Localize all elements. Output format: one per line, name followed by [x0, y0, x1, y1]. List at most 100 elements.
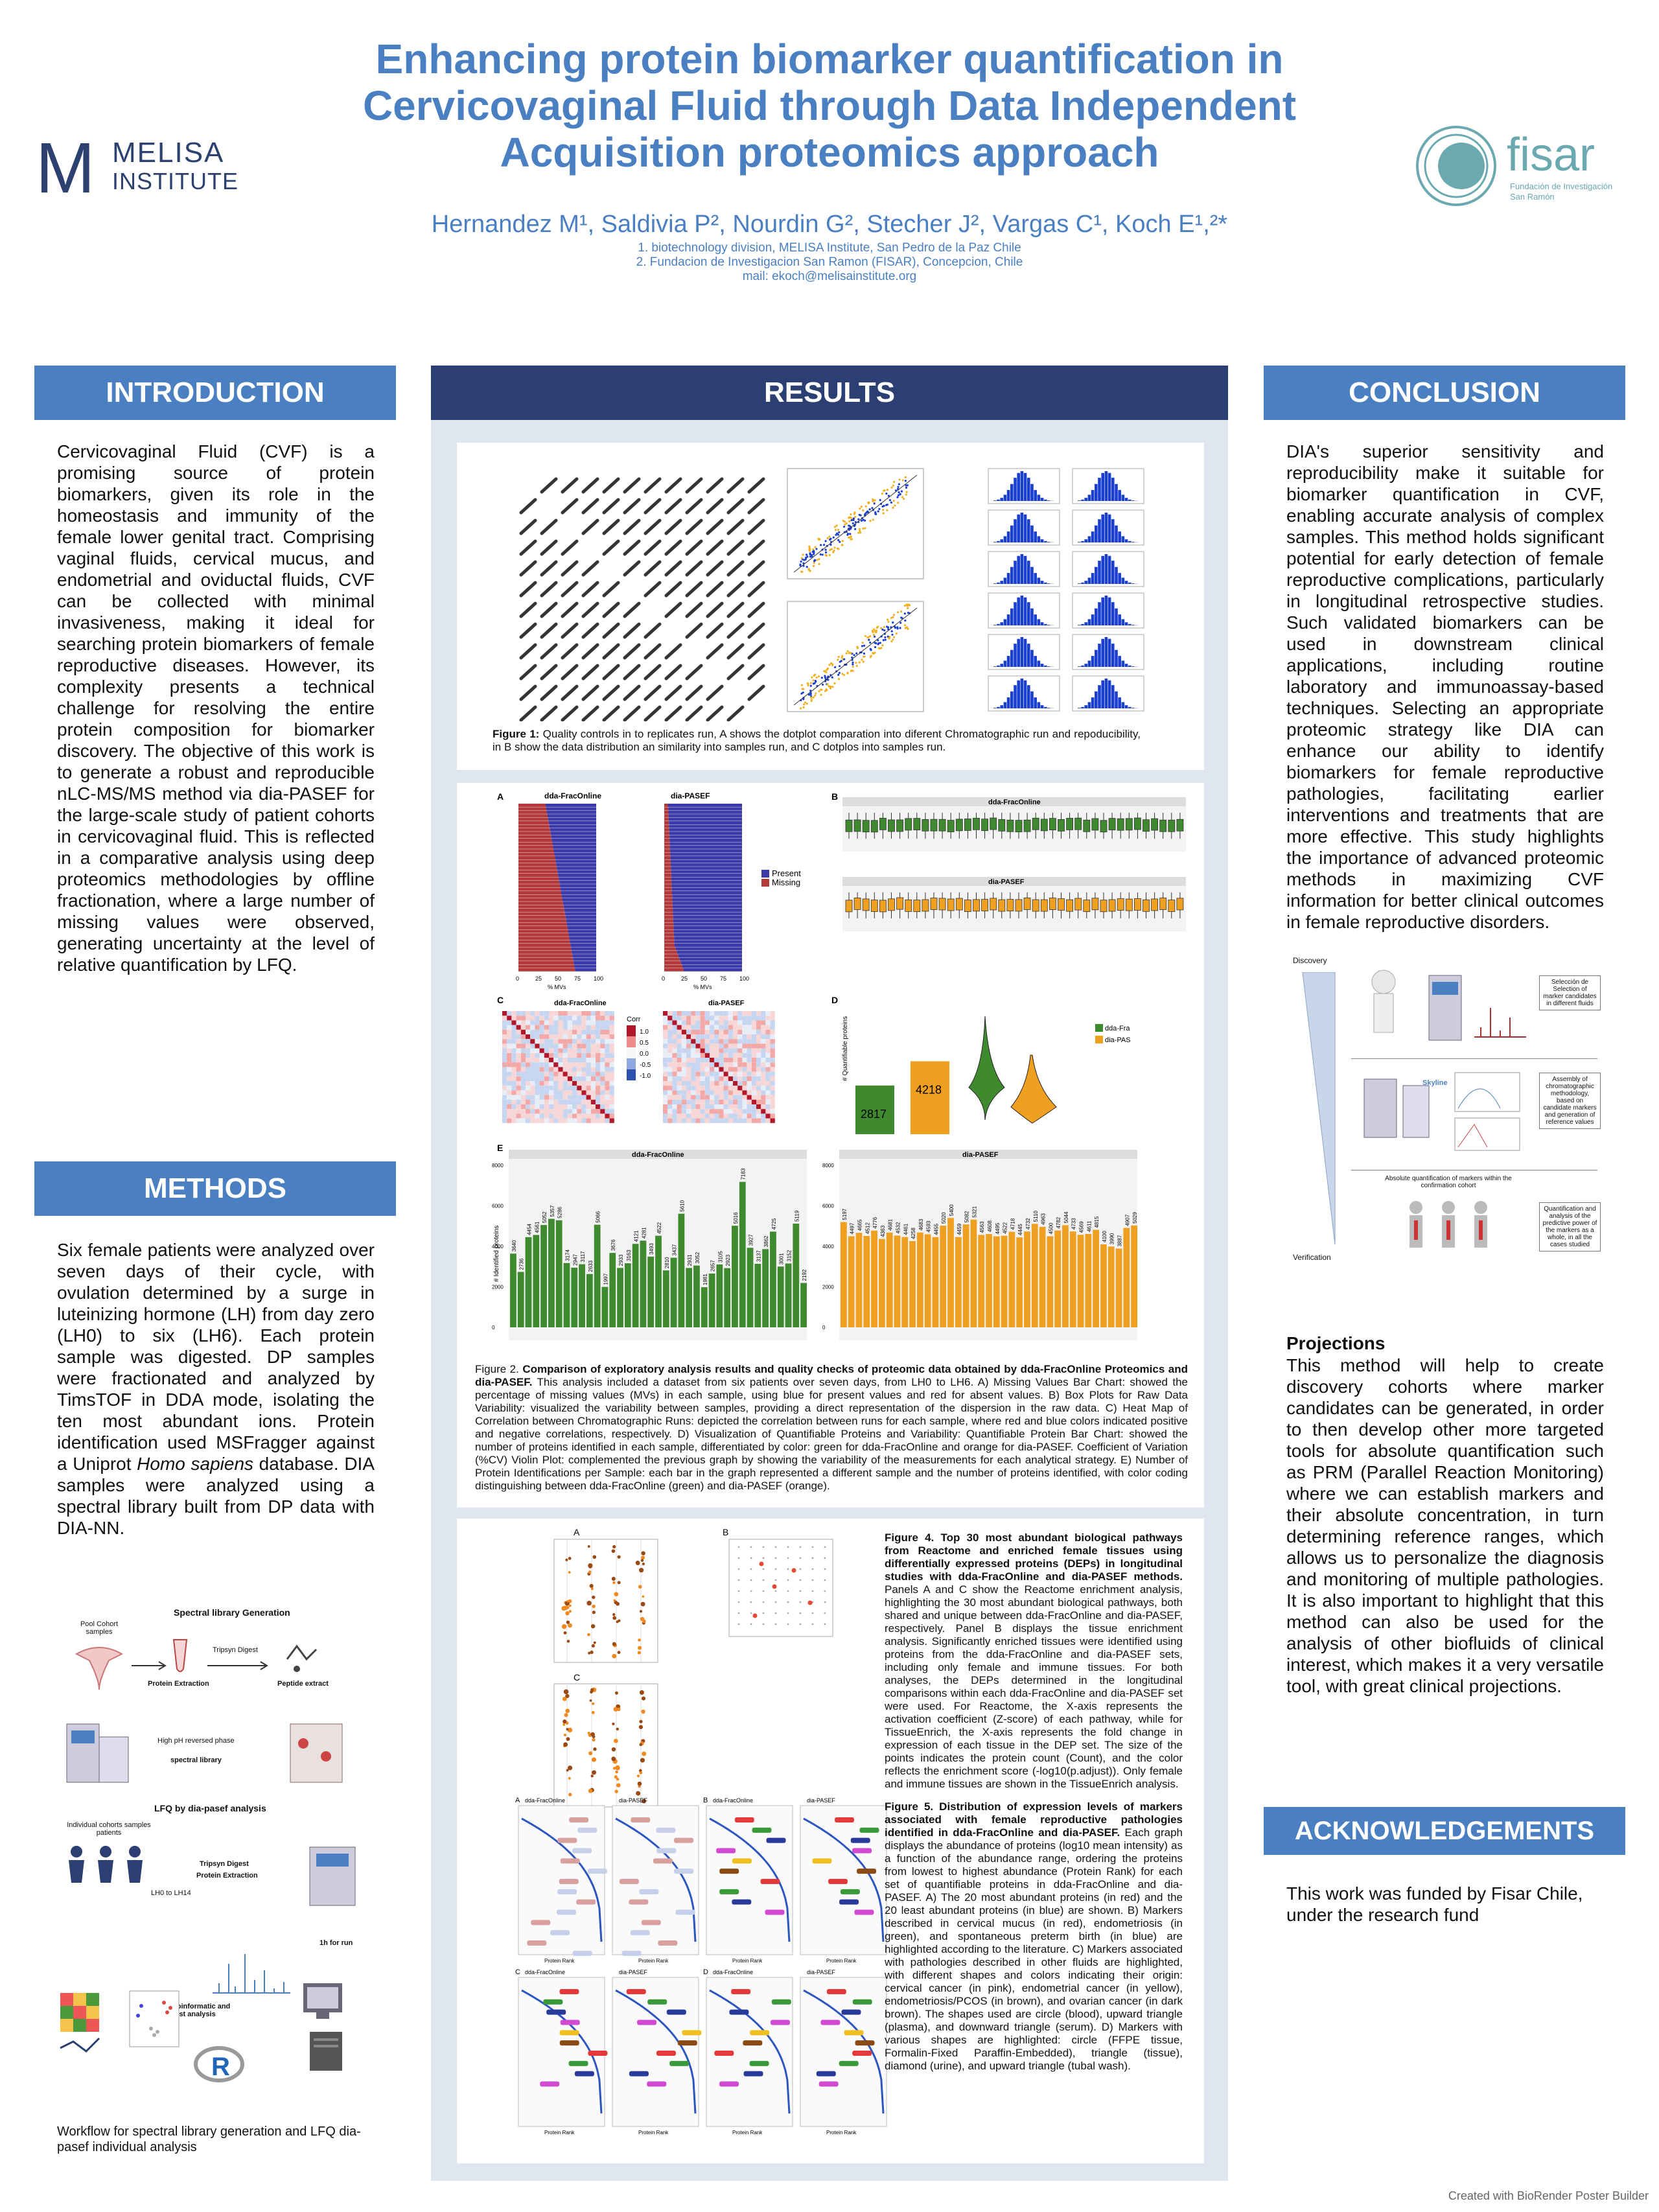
heatmap-cell	[742, 1048, 747, 1053]
density-point	[801, 570, 804, 573]
heatmap-cell	[516, 1043, 521, 1049]
histogram-bar	[1010, 649, 1014, 667]
scatter-matrix-cell	[623, 498, 641, 515]
missing-bar	[518, 880, 560, 884]
heatmap-cell	[667, 1029, 673, 1034]
identified-bar-label: 4363	[880, 1225, 886, 1237]
histogram-bar	[1034, 656, 1037, 667]
heatmap-cell	[577, 1113, 582, 1119]
marker-label	[743, 2071, 763, 2077]
quantifiable-bar-label: 4218	[916, 1084, 942, 1097]
heatmap-cell	[719, 1086, 724, 1091]
heatmap-cell	[714, 1081, 719, 1086]
marker-label	[669, 2060, 690, 2066]
dot	[566, 1600, 570, 1603]
identified-bar	[909, 1240, 916, 1327]
density-point	[850, 535, 852, 538]
histogram-bar	[1040, 498, 1044, 501]
melisa-m-icon: M	[36, 128, 95, 208]
heatmap-cell	[596, 1011, 601, 1016]
identified-bar	[916, 1232, 923, 1327]
heatmap-cell	[502, 1048, 507, 1053]
identified-bar	[1123, 1228, 1130, 1327]
marker-label	[619, 1879, 639, 1884]
heatmap-cell	[605, 1039, 610, 1044]
heatmap-cell	[530, 1104, 535, 1110]
fisar-logo: fisar Fundación de Investigación San Ram…	[1416, 126, 1636, 206]
density-point	[859, 530, 861, 532]
identified-axis-label: # Identified proteins	[493, 1226, 500, 1282]
box	[1151, 898, 1158, 911]
marker-label	[557, 1909, 577, 1915]
heatmap-cell	[577, 1109, 582, 1114]
box	[938, 819, 946, 832]
missing-bar	[664, 874, 671, 877]
heatmap-cell	[577, 1025, 582, 1030]
heatmap-cell	[751, 1109, 756, 1114]
density-point	[842, 673, 846, 677]
heatmap-cell	[572, 1011, 577, 1016]
heatmap-cell	[747, 1086, 752, 1091]
heatmap-cell	[761, 1062, 766, 1067]
dot	[616, 1778, 620, 1781]
density-point	[829, 548, 831, 552]
heatmap-cell	[737, 1020, 743, 1025]
identified-bar	[962, 1224, 969, 1327]
density-point	[850, 651, 852, 655]
heatmap-cell	[563, 1067, 568, 1072]
heatmap-cell	[586, 1020, 591, 1025]
heatmap-cell	[770, 1048, 775, 1053]
x-axis-label: Protein Rank	[544, 1958, 575, 1964]
heatmap-cell	[733, 1118, 738, 1123]
heatmap-cell	[733, 1086, 738, 1091]
missing-bar	[664, 926, 674, 929]
missing-bar	[664, 947, 676, 951]
histogram-bar	[1037, 577, 1041, 584]
heatmap-cell	[704, 1016, 710, 1021]
heatmap-cell	[751, 1067, 756, 1072]
heatmap-cell	[704, 1118, 710, 1123]
present-bar	[673, 912, 742, 916]
density-point	[894, 504, 896, 507]
heatmap-cell	[577, 1062, 582, 1067]
heatmap-cell	[526, 1086, 531, 1091]
footer-credit: Created with BioRender Poster Builder	[1448, 2189, 1649, 2202]
histogram-bar	[1118, 490, 1121, 501]
heatmap-cell	[507, 1034, 512, 1040]
density-point	[849, 533, 852, 535]
density-point	[870, 649, 872, 651]
mvs-tick: 75	[720, 975, 726, 982]
heatmap-cell	[770, 1062, 775, 1067]
heatmap-cell	[695, 1095, 701, 1100]
identified-bar-label: 4495	[995, 1222, 1001, 1234]
present-bar	[673, 926, 742, 929]
heatmap-cell	[511, 1071, 516, 1077]
mvs-tick: 50	[555, 975, 561, 982]
heatmap-cell	[507, 1095, 512, 1100]
density-point	[884, 636, 887, 638]
density-point	[830, 548, 833, 550]
heatmap-cell	[553, 1071, 559, 1077]
dot	[611, 1747, 616, 1752]
heatmap-cell	[502, 1020, 507, 1025]
mass-spec-2-icon	[309, 1846, 356, 1906]
strip-bg	[509, 1150, 807, 1159]
present-bar	[679, 957, 742, 961]
heatmap-cell	[535, 1113, 540, 1119]
heatmap-cell	[596, 1104, 601, 1110]
workflow-protein-extraction-2: Protein Extraction	[196, 1872, 258, 1880]
heatmap-cell	[686, 1062, 691, 1067]
heatmap-cell	[572, 1081, 577, 1086]
histogram-bar	[1087, 536, 1091, 542]
histogram-bar	[1014, 478, 1017, 501]
histogram-bar	[1034, 697, 1037, 708]
heatmap-cell	[700, 1053, 705, 1058]
density-point	[814, 546, 817, 548]
heatmap-cell	[747, 1043, 752, 1049]
scatter-matrix-cell	[519, 601, 537, 618]
present-bar	[673, 922, 742, 926]
heatmap-cell	[567, 1020, 572, 1025]
identified-bar	[571, 1267, 578, 1327]
identified-bar	[548, 1218, 555, 1327]
heatmap-cell	[553, 1086, 559, 1091]
